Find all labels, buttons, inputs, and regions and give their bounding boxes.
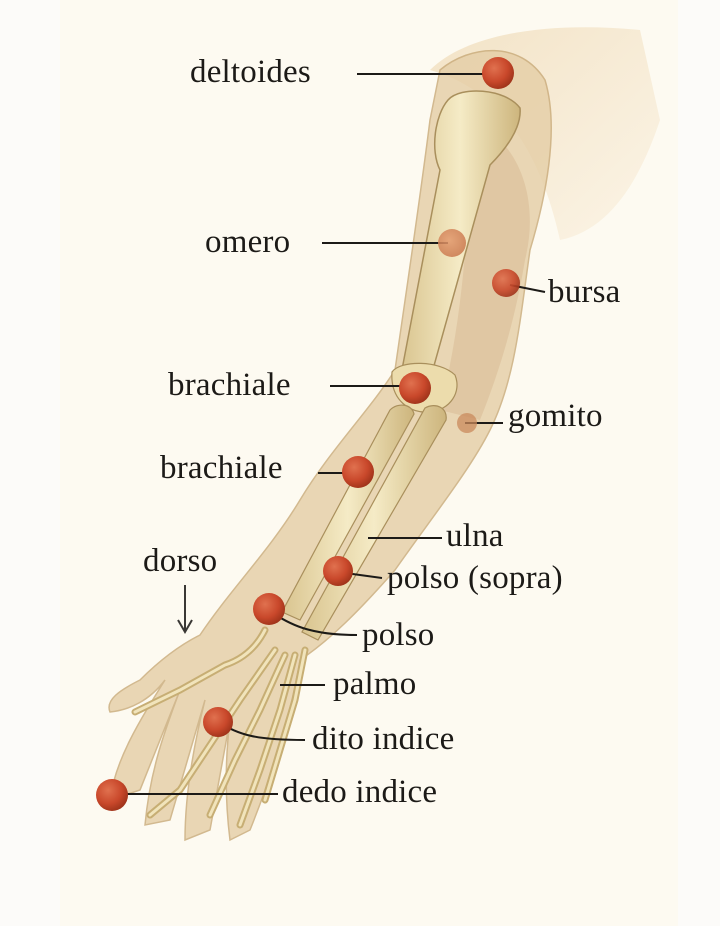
label-omero: omero — [205, 224, 291, 260]
label-polso: polso — [362, 617, 435, 653]
label-bursa: bursa — [548, 274, 621, 310]
label-deltoides: deltoides — [190, 54, 311, 90]
label-dito-indice: dito indice — [312, 721, 455, 757]
markers — [96, 57, 520, 811]
label-brachiale-upper: brachiale — [168, 367, 291, 403]
label-dedo-indice: dedo indice — [282, 774, 438, 810]
label-palmo: palmo — [333, 666, 417, 702]
label-brachiale-lower: brachiale — [160, 450, 283, 486]
label-dorso: dorso — [143, 543, 218, 579]
label-gomito: gomito — [508, 398, 603, 434]
dorso-arrow-icon — [177, 585, 193, 634]
label-ulna: ulna — [446, 518, 504, 554]
label-polso-sopra: polso (sopra) — [387, 560, 563, 596]
